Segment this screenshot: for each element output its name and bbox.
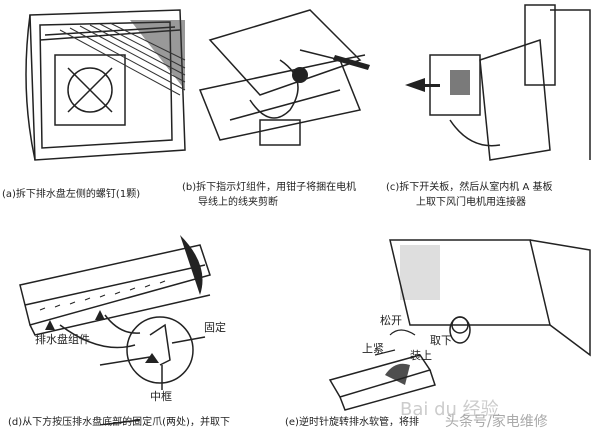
caption-c-line2: 上取下风门电机用连接器: [416, 197, 526, 208]
figure-e-drawing: [328, 239, 591, 411]
figure-b: (b)拆下指示灯组件，用钳子将捆在电机 导线上的线夹剪断: [182, 0, 390, 208]
caption-b-line1: (b)拆下指示灯组件，用钳子将捆在电机: [182, 182, 357, 193]
label-fix: 固定: [204, 321, 226, 334]
figure-d: 固定 排水盘组件 中框 (d)从下方按压排水盘底部的固定爪(两处)，并取下: [0, 225, 300, 444]
label-middle-frame: 中框: [150, 390, 172, 403]
figure-e: 松开 上紧 装上 取下 Bai du 经验 (e)逆时针旋转排水软管，将排 头条…: [285, 225, 600, 444]
caption-e: (e)逆时针旋转排水软管，将排: [285, 417, 419, 428]
baidu-watermark: Bai du 经验: [400, 399, 499, 420]
label-tighten: 上紧: [362, 342, 384, 355]
figure-a-drawing: [25, 9, 186, 161]
label-loosen: 松开: [380, 314, 402, 327]
figure-a: (a)拆下排水盘左侧的螺钉(1颗): [0, 0, 190, 200]
caption-b-line2: 导线上的线夹剪断: [198, 197, 278, 208]
label-drain-pan-assembly: 排水盘组件: [35, 333, 90, 346]
label-install: 装上: [410, 349, 432, 362]
figure-c-drawing: [405, 4, 591, 161]
figure-d-drawing: [19, 235, 211, 425]
toutiao-watermark: 头条号/家电维修: [445, 414, 548, 430]
caption-d: (d)从下方按压排水盘底部的固定爪(两处)，并取下: [8, 417, 230, 428]
caption-a: (a)拆下排水盘左侧的螺钉(1颗): [2, 189, 141, 200]
figure-c: (c)拆下开关板，然后从室内机 A 基板 上取下风门电机用连接器: [386, 0, 600, 208]
caption-c-line1: (c)拆下开关板，然后从室内机 A 基板: [386, 182, 553, 193]
figure-b-drawing: [198, 9, 370, 146]
label-remove: 取下: [430, 334, 452, 347]
